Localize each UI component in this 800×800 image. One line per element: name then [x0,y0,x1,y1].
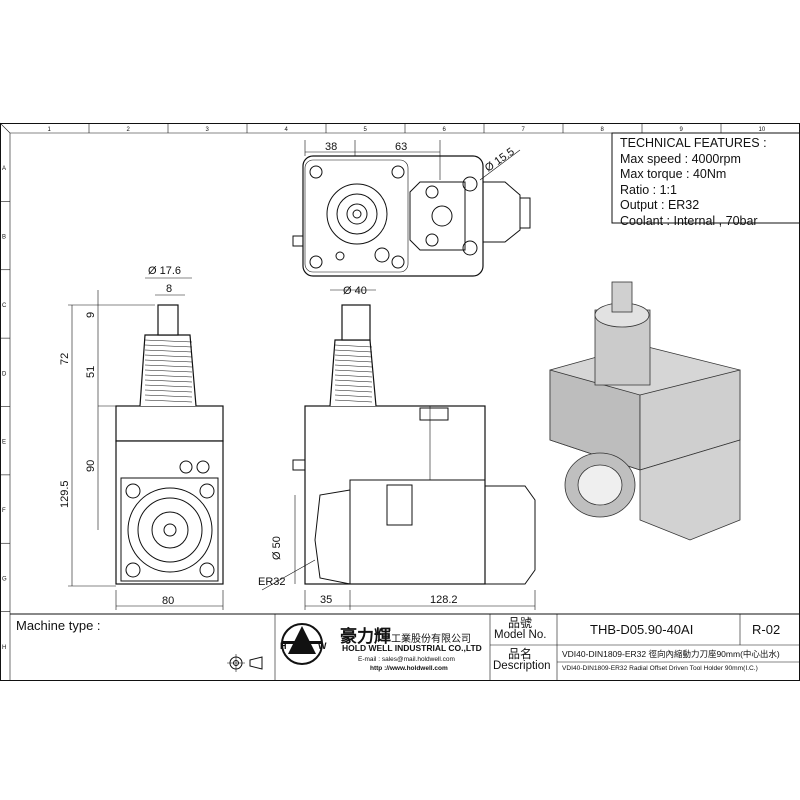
description-label-cn: 品名 [508,647,533,661]
description-label-en: Description [493,660,551,672]
feature-max-torque: Max torque : 40Nm [620,167,727,181]
dim-72: 72 [59,353,71,365]
dim-51: 51 [85,366,97,378]
technical-features: TECHNICAL FEATURES : Max speed : 4000rpm… [620,136,767,229]
dim-129-5: 129.5 [59,480,71,508]
company-cn-suffix: 工業股份有限公司 [391,634,471,645]
row-label: H [2,645,6,651]
svg-text:H: H [280,641,287,651]
model-label-en: Model No. [494,629,547,641]
column-label: 6 [443,127,447,133]
column-label: 5 [364,127,368,133]
revision: R-02 [752,622,781,637]
dim-9: 9 [85,312,97,318]
svg-text:W: W [318,641,327,651]
company-logo: H W [280,623,327,665]
dim-63: 63 [395,141,407,153]
column-label: 9 [680,127,684,133]
dim-er32: ER32 [258,576,286,588]
column-label: 1 [48,127,52,133]
row-label: E [2,440,6,446]
feature-ratio: Ratio : 1:1 [620,182,677,197]
dim-dia-17-6: Ø 17.6 [148,265,181,277]
dim-dia-15-5: Ø 15.5 [483,146,517,175]
row-label: B [2,235,6,241]
dim-8: 8 [166,283,172,295]
technical-features-box [611,132,800,224]
feature-output: Output : ER32 [620,198,700,212]
feature-coolant: Coolant : Internal , 70bar [620,213,758,228]
description-cn: VDI40-DIN1809-ER32 徑向內縮動力刀座90mm(中心出水) [562,649,780,659]
dim-dia-50: Ø 50 [271,536,283,560]
company-name-cn: 豪力輝工業股份有限公司 [340,622,471,647]
column-grid: 1 2 3 4 5 6 7 8 9 10 [48,123,766,133]
front-view: Ø 17.6 8 9 72 51 90 129.5 80 [59,265,224,610]
dim-dia-40: Ø 40 [343,285,367,297]
column-label: 2 [127,127,131,133]
column-label: 7 [522,127,526,133]
model-number: THB-D05.90-40AI [590,622,694,637]
top-view: 38 63 Ø 15.5 [292,140,531,277]
machine-type-label: Machine type : [16,618,101,633]
row-label: F [2,508,6,514]
title-block-lines [10,613,800,680]
column-label: 10 [759,127,766,133]
dim-128-2: 128.2 [430,594,458,606]
technical-features-title: TECHNICAL FEATURES : [620,136,767,150]
column-label: 4 [285,127,289,133]
row-label: A [2,166,6,172]
isometric-view [549,281,741,541]
dim-35: 35 [320,594,332,606]
row-label: C [2,303,7,309]
company-email: E-mail : sales@mail.holdwell.com [358,656,455,663]
description-en: VDI40-DIN1809-ER32 Radial Offset Driven … [562,665,758,672]
column-label: 3 [206,127,210,133]
dim-38: 38 [325,141,337,153]
model-label-cn: 品號 [508,616,533,630]
company-cn: 豪力輝 [340,627,391,646]
company-name-en: HOLD WELL INDUSTRIAL CO.,LTD [342,643,482,653]
row-label: D [2,371,7,377]
row-grid: A B C D E F G H [0,166,10,651]
dim-90: 90 [85,460,97,472]
row-label: G [2,576,7,582]
column-label: 8 [601,127,605,133]
dim-80: 80 [162,595,174,607]
company-url[interactable]: http ://www.holdwell.com [370,665,448,672]
section-view-symbol [227,654,263,672]
side-view: Ø 40 Ø 50 ER32 35 128.2 [258,285,536,610]
feature-max-speed: Max speed : 4000rpm [620,151,741,166]
